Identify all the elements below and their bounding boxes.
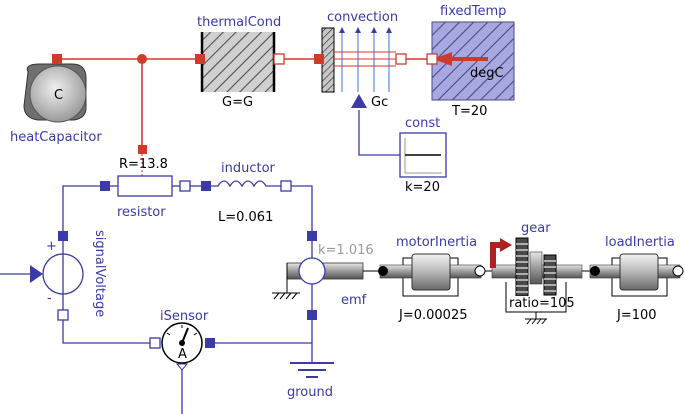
ground[interactable]: ground [287,362,334,400]
resistor-port-p[interactable] [100,181,110,191]
emf-port-p[interactable] [307,231,317,241]
inductor[interactable]: inductor L=0.061 [201,161,292,225]
load-inertia[interactable]: loadInertia J=100 [589,235,684,323]
signal-voltage-label: signalVoltage [92,230,107,317]
convection-gc-input[interactable] [351,94,367,108]
load-inertia-param: J=100 [616,308,657,323]
heat-capacitor[interactable]: C heatCapacitor [10,54,102,145]
load-inertia-flange-a[interactable] [590,266,600,276]
const-to-gc-connection [358,110,400,156]
resistor-heat-port[interactable] [138,145,147,154]
electrical-connections [0,185,313,414]
motor-inertia-flange-b[interactable] [474,265,486,277]
thermal-cond-label: thermalCond [197,15,281,30]
load-inertia-label: loadInertia [605,235,675,250]
isensor-label: iSensor [160,309,209,324]
convection-port-solid[interactable] [314,54,324,64]
motor-inertia-param: J=0.00025 [398,308,468,323]
fixed-temp-unit: degC [470,66,504,81]
inductor-param: L=0.061 [218,210,273,225]
resistor[interactable]: R=13.8 resistor [100,145,191,220]
convection-label: convection [327,10,398,25]
signal-voltage-port-n[interactable] [57,309,69,321]
convection[interactable]: convection Gc [314,10,407,110]
isensor-port-n[interactable] [205,338,215,348]
thermal-cond-port-b[interactable] [273,53,285,65]
motor-inertia-flange-a[interactable] [378,266,388,276]
gear[interactable]: gear [490,221,583,325]
const-param: k=20 [405,180,440,195]
fixed-temp-param: T=20 [451,104,487,119]
emf[interactable]: k=1.016 emf [272,231,374,320]
heat-capacitor-symbol: C [54,88,63,103]
thermal-conductor[interactable]: thermalCond G=G [195,15,285,110]
emf-label: emf [341,293,367,308]
fixed-temperature[interactable]: fixedTemp degC T=20 [426,4,515,119]
signal-voltage-input[interactable] [30,265,43,283]
signal-voltage-minus: - [47,291,52,306]
const-label: const [405,116,440,131]
emf-port-n[interactable] [307,310,317,320]
resistor-label: resistor [117,205,166,220]
inductor-port-n[interactable] [280,180,292,192]
isensor-symbol: A [178,347,187,362]
resistor-param: R=13.8 [119,157,168,172]
signal-voltage-plus: + [46,239,57,254]
const-source[interactable]: const k=20 [358,110,447,195]
resistor-port-n[interactable] [179,180,191,192]
isensor-output[interactable] [175,363,189,371]
convection-gc-label: Gc [371,95,388,110]
ground-label: ground [287,385,333,400]
load-inertia-flange-b[interactable] [672,265,684,277]
heat-capacitor-label: heatCapacitor [10,130,102,145]
signal-voltage[interactable]: + - signalVoltage [30,230,107,321]
thermal-cond-param: G=G [222,95,253,110]
gear-label: gear [521,221,551,236]
emf-param: k=1.016 [318,243,374,258]
inductor-label: inductor [221,161,276,176]
fixed-temp-label: fixedTemp [440,4,506,19]
heat-capacitor-port[interactable] [52,54,62,64]
current-sensor[interactable]: iSensor A [149,309,215,371]
thermal-cond-port-a[interactable] [195,54,205,64]
inductor-port-p[interactable] [201,181,211,191]
convection-port-fluid[interactable] [395,53,407,65]
motor-inertia-label: motorInertia [396,235,477,250]
motor-inertia[interactable]: motorInertia J=0.00025 [378,235,486,323]
signal-voltage-port-p[interactable] [58,231,68,241]
gear-param: ratio=105 [509,296,575,311]
isensor-port-p[interactable] [149,337,161,349]
fixed-temp-port[interactable] [426,53,438,65]
